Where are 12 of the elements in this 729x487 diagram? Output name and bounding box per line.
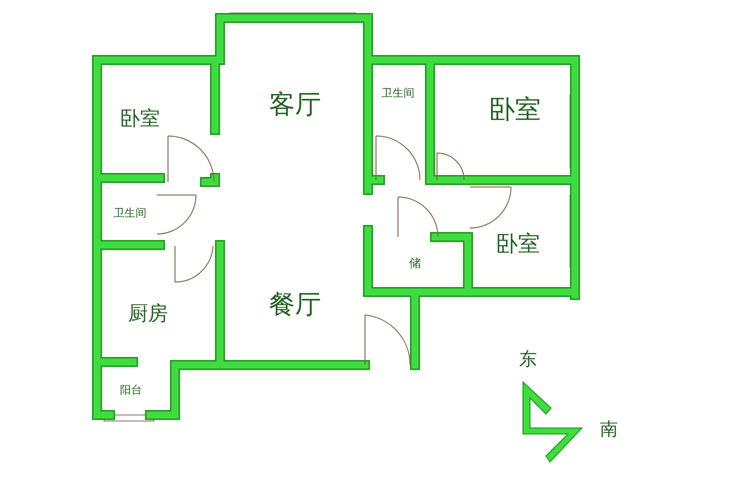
room-label: 卧室 — [120, 108, 160, 128]
room-label: 厨房 — [128, 303, 168, 323]
room-label: 储 — [409, 257, 421, 269]
room-label: 餐厅 — [269, 292, 321, 318]
room-label: 客厅 — [269, 92, 321, 118]
compass-label: 东 — [519, 351, 537, 369]
room-label: 卫生间 — [114, 208, 146, 218]
compass-label: 南 — [600, 421, 618, 439]
room-label: 卧室 — [496, 234, 540, 256]
room-label: 卫生间 — [382, 88, 414, 98]
room-label: 卧室 — [489, 97, 541, 123]
room-label: 阳台 — [120, 384, 142, 396]
